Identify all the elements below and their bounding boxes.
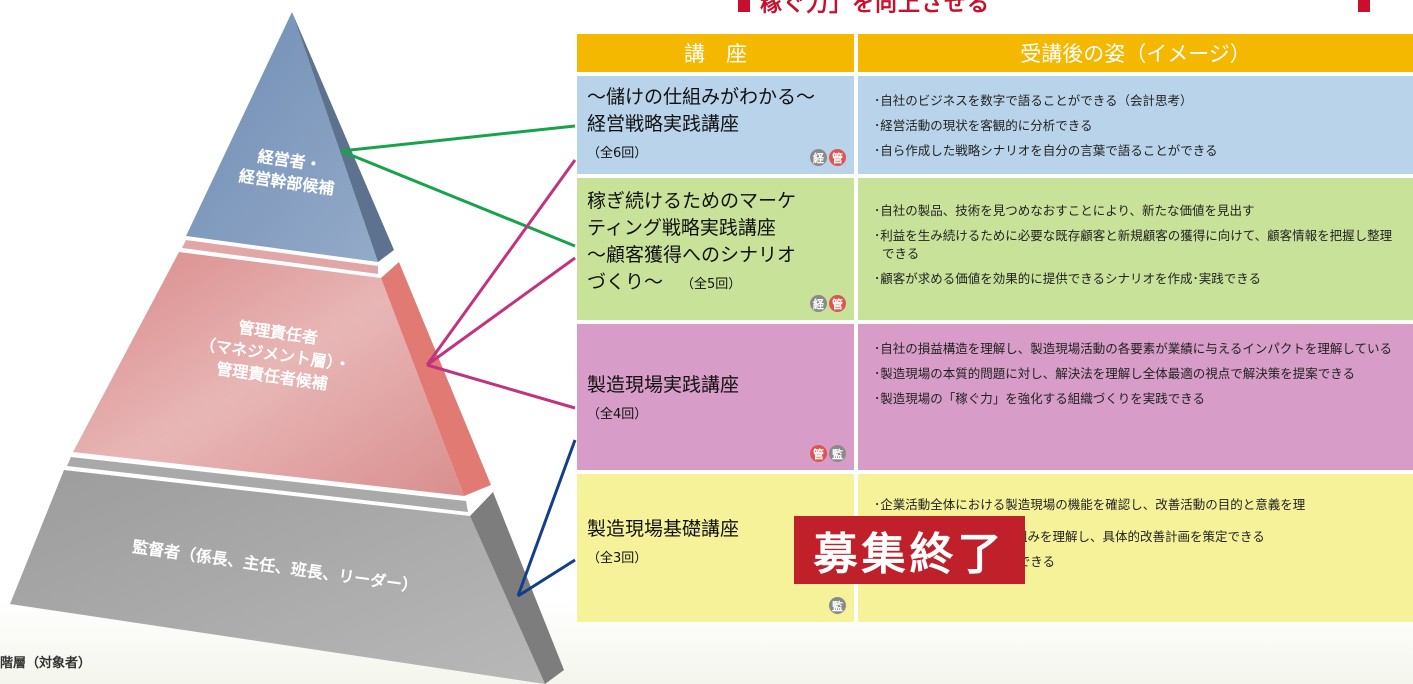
pyramid-bottom-side [470, 492, 564, 684]
outcome-cell-1: ･自社のビジネスを数字で語ることができる（会計思考） ･経営活動の現状を客観的に… [858, 76, 1413, 174]
connector-mid-row2 [426, 256, 576, 367]
badge-kan: 管 [810, 445, 827, 462]
pyramid-bottom-front [10, 470, 545, 684]
outcome-item: ･製造現場の本質的問題に対し、解決法を理解し全体最適の視点で解決策を提案できる [874, 366, 1356, 381]
course-title: ～儲けの仕組みがわかる～ [587, 86, 816, 108]
pyramid-middle-front [73, 252, 464, 496]
badge-kan: 管 [829, 149, 846, 166]
pyramid-top-side [292, 12, 394, 262]
outcome-cell-3: ･自社の損益構造を理解し、製造現場活動の各要素が業績に与えるインパクトを理解して… [858, 324, 1413, 470]
course-title: 製造現場実践講座 [587, 374, 740, 396]
course-title: ～顧客獲得へのシナリオ [587, 244, 797, 266]
connector-mid-row3 [426, 363, 576, 410]
outcome-item: ･自ら作成した戦略シナリオを自分の言葉で語ることができる [874, 143, 1218, 158]
outcome-item: ･経営活動の現状を客観的に分析できる [874, 118, 1093, 133]
recruitment-closed-stamp: 募集終了 [794, 516, 1025, 584]
course-count: （全4回） [587, 407, 648, 422]
footer-note: 階層（対象者） [0, 656, 92, 671]
course-count: （全5回） [681, 277, 742, 292]
outcome-item: ･製造現場の「稼ぐ力」を強化する組織づくりを実践できる [874, 391, 1206, 406]
pyramid-top-front [186, 12, 378, 262]
pyramid-middle-side [381, 262, 491, 496]
outcome-cell-2: ･自社の製品、技術を見つめなおすことにより、新たな価値を見出す ･利益を生み続け… [858, 178, 1413, 320]
banner-bracket-left [738, 0, 750, 12]
connector-bottom-row4 [517, 558, 576, 598]
course-cell-1: ～儲けの仕組みがわかる～ 経営戦略実践講座 （全6回） 経 管 [577, 76, 854, 174]
outcome-item: ･顧客が求める価値を効果的に提供できるシナリオを作成･実践できる [874, 271, 1262, 286]
outcome-item: す仕組みを理解し、具体的改善計画を策定できる [990, 529, 1265, 544]
banner-title: 稼ぐ力」を向上させる [760, 0, 991, 17]
badge-kei: 経 [810, 295, 827, 312]
course-title: ティング戦略実践講座 [587, 217, 776, 239]
outcome-cell-4: ･企業活動全体における製造現場の機能を確認し、改善活動の目的と意義を理 す仕組み… [858, 474, 1413, 622]
header-outcome: 受講後の姿（イメージ） [858, 34, 1413, 72]
course-count: （全6回） [587, 146, 648, 161]
header-course: 講 座 [577, 34, 854, 72]
banner-bracket-right [1358, 0, 1370, 12]
badge-kan: 管 [829, 295, 846, 312]
course-title: 製造現場基礎講座 [587, 518, 740, 540]
badge-kan-supervisor: 監 [829, 597, 846, 614]
course-title: 経営戦略実践講座 [587, 113, 740, 135]
outcome-item: ･企業活動全体における製造現場の機能を確認し、改善活動の目的と意義を理 [874, 497, 1306, 512]
outcome-item: ･自社のビジネスを数字で語ることができる（会計思考） [874, 93, 1193, 108]
course-cell-2: 稼ぎ続けるためのマーケ ティング戦略実践講座 ～顧客獲得へのシナリオ づくり～（… [577, 178, 854, 320]
badge-kan-supervisor: 監 [829, 445, 846, 462]
connector-mid-row1 [425, 159, 577, 366]
course-cell-3: 製造現場実践講座 （全4回） 管 監 [577, 324, 854, 470]
outcome-item: ･自社の製品、技術を見つめなおすことにより、新たな価値を見出す [874, 203, 1255, 218]
badge-kei: 経 [810, 149, 827, 166]
target-badges: 経 管 [810, 295, 846, 312]
target-badges: 管 監 [810, 445, 846, 462]
connector-bottom-row3 [516, 439, 577, 597]
course-title: 稼ぎ続けるためのマーケ [587, 190, 797, 212]
course-count: （全3回） [587, 551, 648, 566]
target-badges: 監 [829, 597, 846, 614]
connector-top-row1 [340, 124, 576, 153]
outcome-item: ･自社の損益構造を理解し、製造現場活動の各要素が業績に与えるインパクトを理解して… [874, 341, 1393, 356]
target-badges: 経 管 [810, 149, 846, 166]
pyramid-diagram [10, 12, 577, 684]
connector-top-row2 [340, 149, 576, 248]
outcome-item: ･利益を生み続けるために必要な既存顧客と新規顧客の獲得に向けて、顧客情報を把握し… [874, 228, 1393, 261]
course-title: づくり～（全5回） [587, 271, 742, 293]
